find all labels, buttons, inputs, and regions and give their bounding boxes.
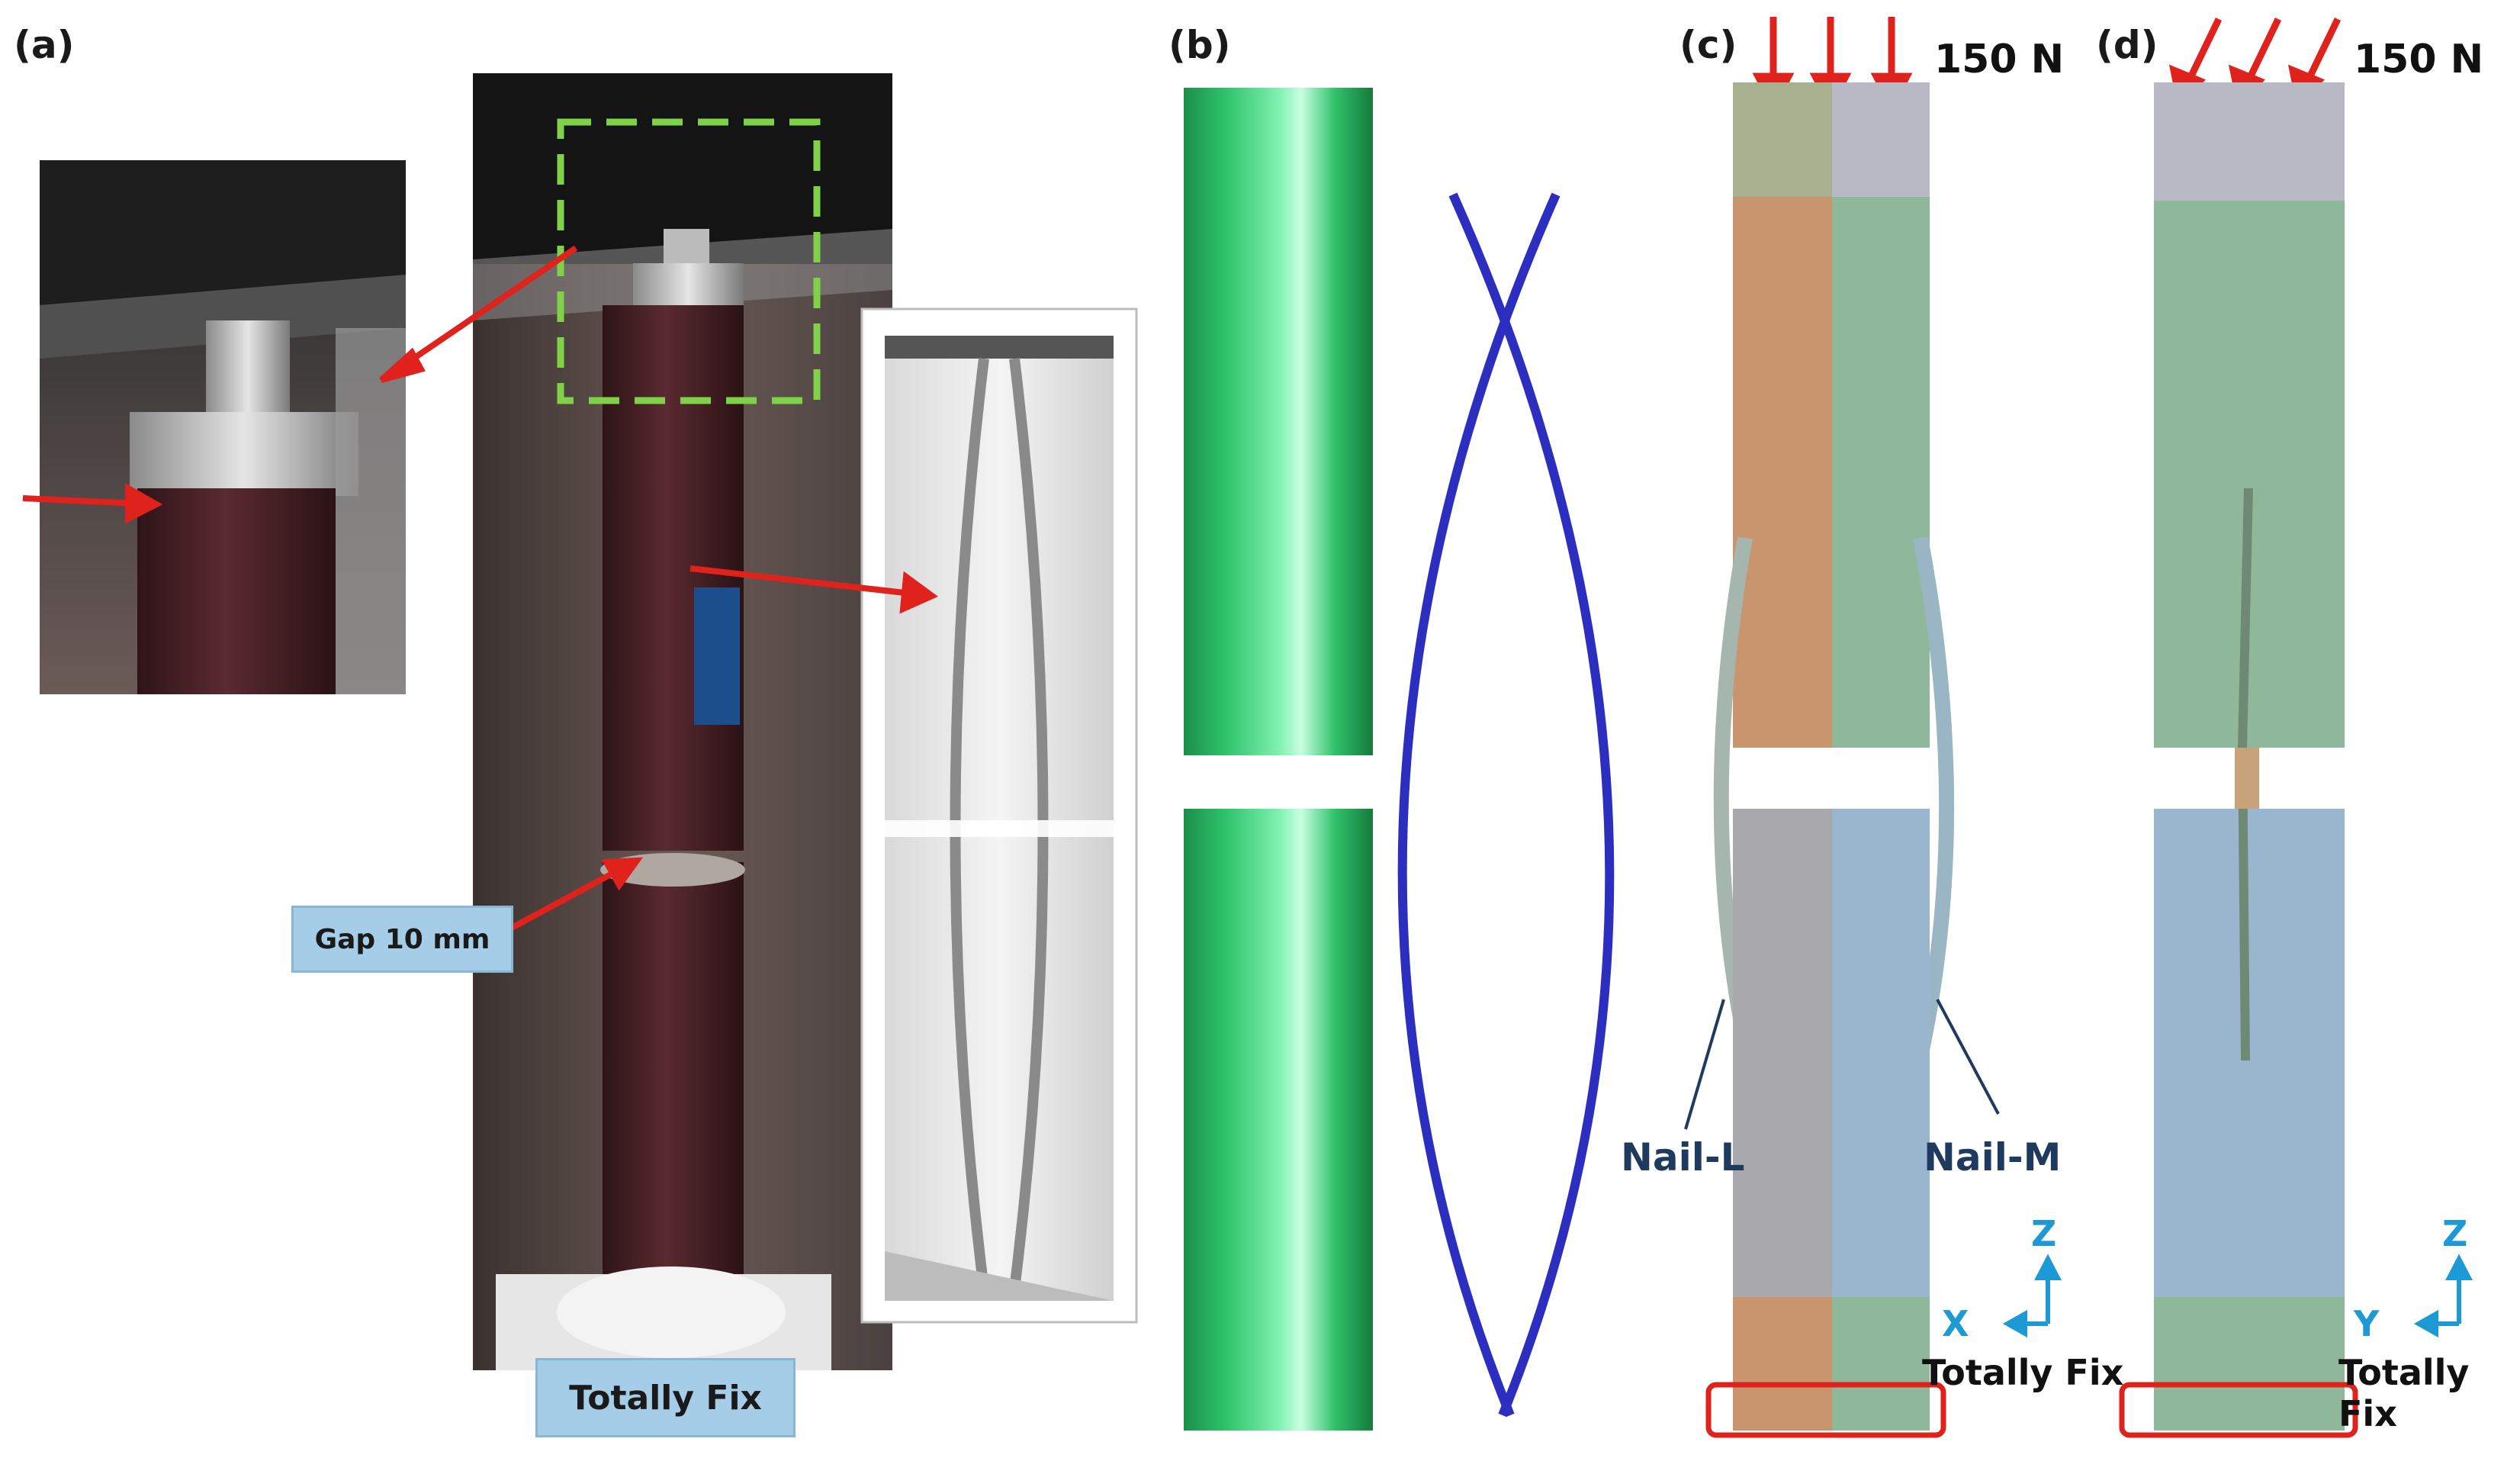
panel-label-a: (a) — [14, 23, 75, 67]
main-photo — [473, 73, 892, 1370]
panel-c-fe-model — [1684, 17, 2062, 1438]
panel-a-photos — [22, 73, 1138, 1370]
panel-label-d: (d) — [2096, 23, 2158, 67]
totally-fix-label-d: Totally Fix — [2338, 1352, 2470, 1434]
inset-photo — [40, 160, 406, 694]
panel-b-model — [1184, 88, 1615, 1431]
nail-curve-left — [1397, 192, 1561, 1418]
axis-z-label-c: Z — [2031, 1213, 2057, 1254]
force-label-c: 150 N — [1934, 37, 2065, 82]
axis-z-label-d: Z — [2442, 1213, 2468, 1254]
fix-box-c — [1705, 1382, 1946, 1438]
xray-image — [860, 307, 1138, 1324]
fix-box-d — [2119, 1382, 2358, 1438]
axis-y-label-d: Y — [2354, 1303, 2380, 1344]
red-arrows — [22, 245, 938, 935]
gap-callout: Gap 10 mm — [291, 906, 513, 973]
force-label-d: 150 N — [2354, 37, 2484, 82]
green-rod-upper — [1184, 88, 1373, 755]
nail-l-label: Nail-L — [1621, 1135, 1745, 1180]
totally-fix-callout: Totally Fix — [535, 1358, 796, 1437]
panel-label-b: (b) — [1168, 23, 1231, 67]
nail-curve-right — [1448, 192, 1615, 1418]
nail-m-label: Nail-M — [1924, 1135, 2062, 1180]
axes-c — [2002, 1254, 2062, 1338]
panel-d-fe-model — [2119, 18, 2473, 1438]
totally-fix-label-c: Totally Fix — [1922, 1352, 2124, 1393]
axes-d — [2413, 1254, 2473, 1338]
panel-label-c: (c) — [1679, 23, 1737, 67]
axis-x-label-c: X — [1942, 1303, 1969, 1344]
green-rod-lower — [1184, 809, 1373, 1431]
